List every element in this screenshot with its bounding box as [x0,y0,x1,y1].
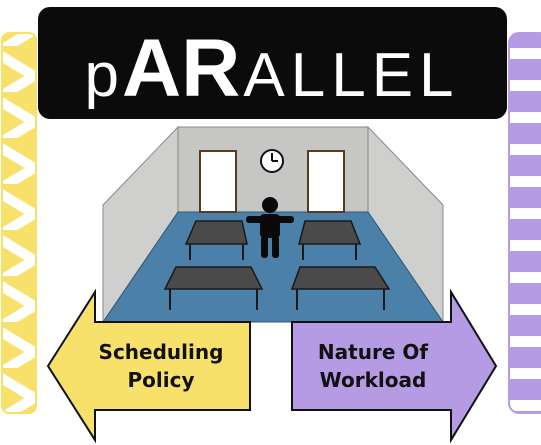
logo-part-2: AR [122,23,240,114]
table-icon [290,266,391,310]
table-icon [298,220,362,260]
logo-text: pARALLEL [84,23,459,114]
scheduling-policy-arrow [46,288,251,444]
scheduling-policy-label: Scheduling Policy [86,338,236,394]
nature-of-workload-line-1: Nature Of [317,340,429,364]
nature-of-workload-line-2: Workload [319,368,427,392]
clock-icon [260,149,284,173]
right-border-panel [508,32,541,414]
scheduling-policy-line-2: Policy [127,368,195,392]
table-icon [163,266,264,310]
title-banner: pARALLEL [38,7,507,119]
table-icon [184,220,248,260]
person-icon [246,197,294,258]
door-icon [199,150,237,213]
nature-of-workload-arrow [291,288,498,444]
nature-of-workload-label: Nature Of Workload [298,338,448,394]
room-illustration [102,125,444,324]
logo-part-3: ALLEL [243,41,459,110]
scheduling-policy-line-1: Scheduling [98,340,224,364]
door-icon [307,150,345,213]
left-border-panel [1,32,37,414]
logo-part-1: p [84,41,118,110]
